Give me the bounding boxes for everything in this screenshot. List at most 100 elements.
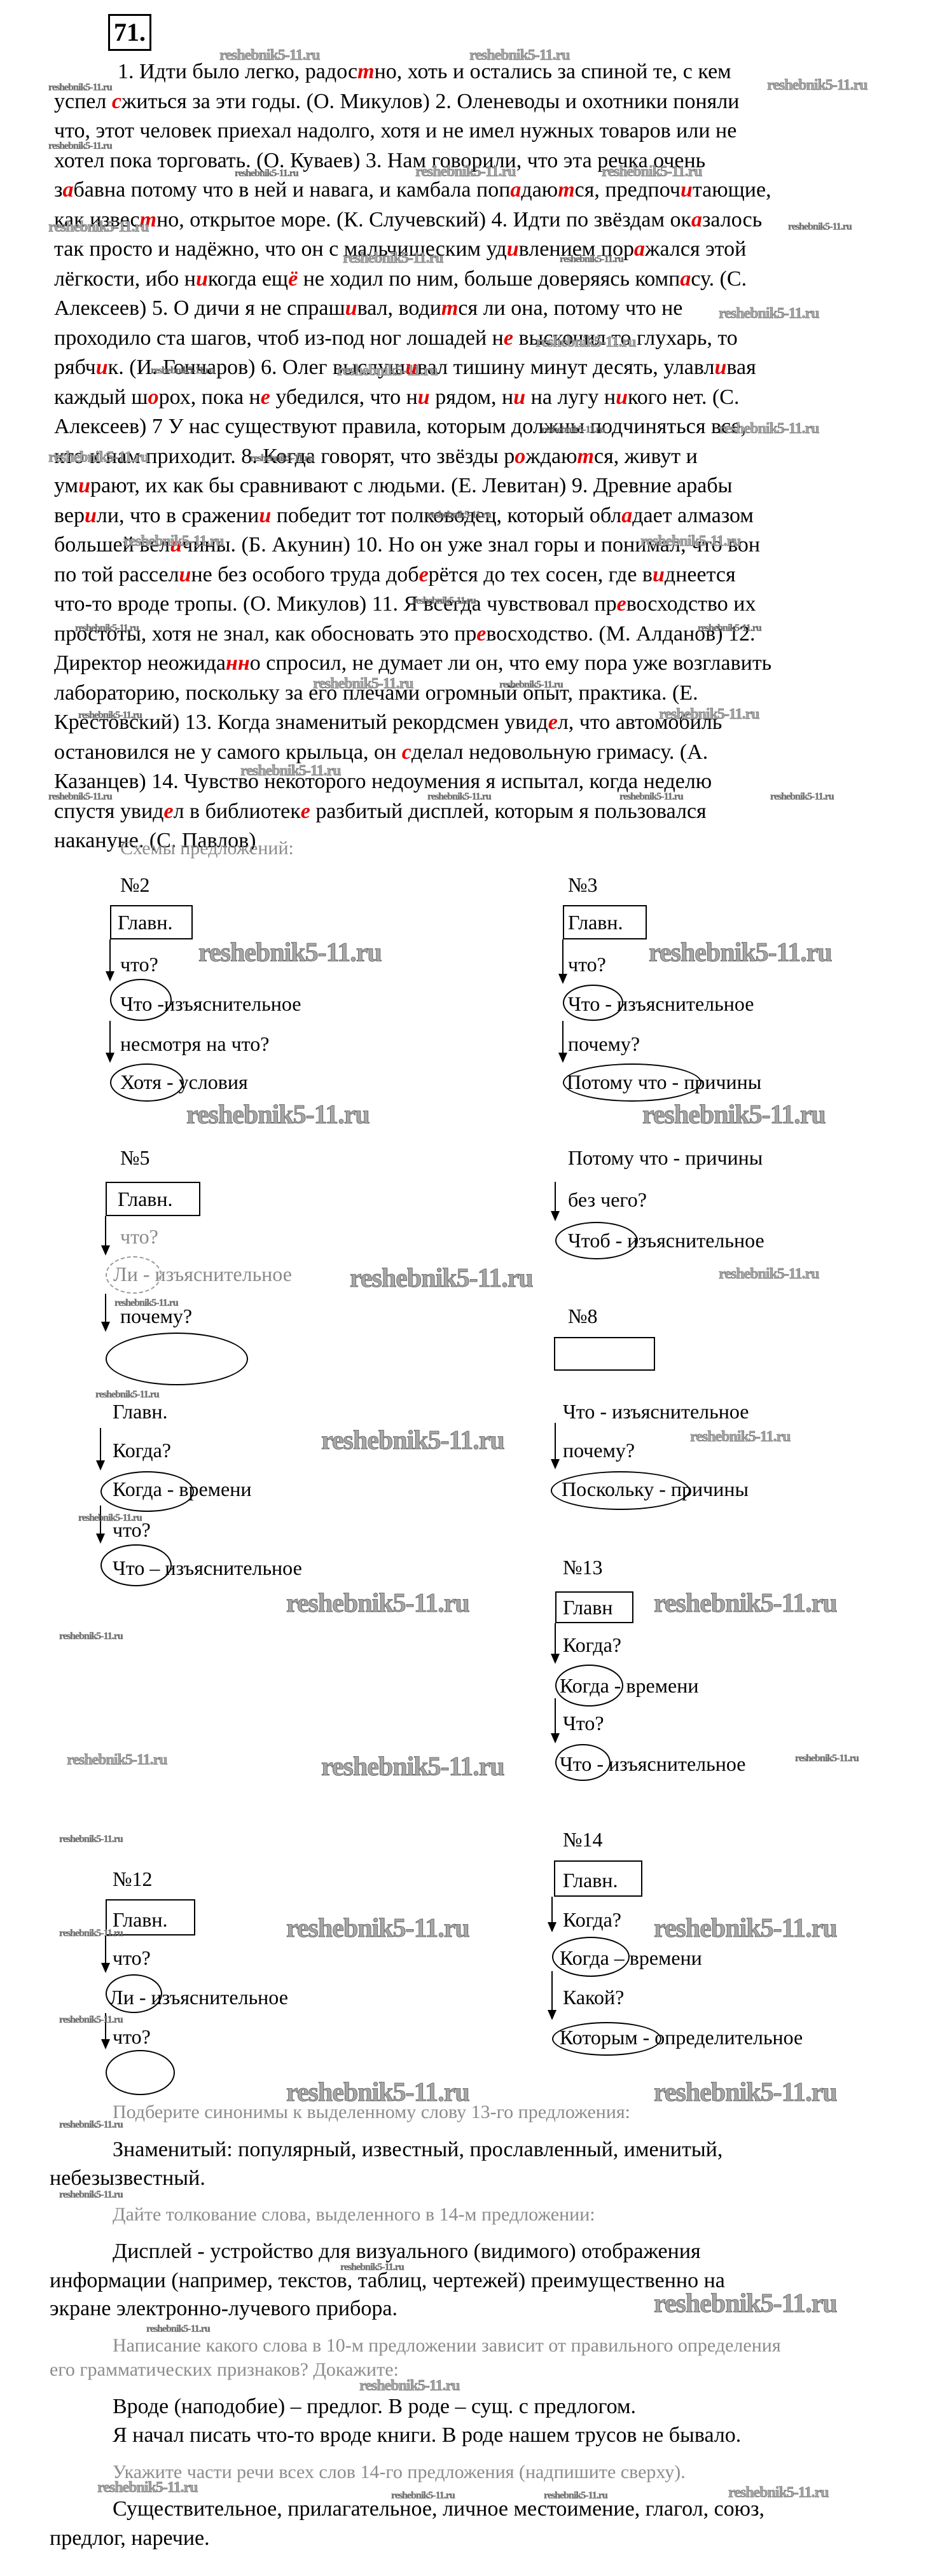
conjunction-circle (555, 1744, 611, 1781)
watermark: reshebnik5-11.ru (198, 938, 383, 968)
schemes-heading: Схемы предложений: (120, 838, 294, 859)
watermark: reshebnik5-11.ru (795, 1753, 859, 1764)
text-line: рябчик. (И. Гончаров) 6. Олег выслушивал… (54, 355, 756, 380)
empty-oval (106, 1333, 248, 1385)
highlighted-letter: и (513, 385, 526, 409)
text-segment: рётся до тех сосен, где в (428, 563, 653, 586)
arrow-down-icon (551, 1182, 560, 1221)
text-segment: не ходил по ним, больше доверяясь комп (298, 267, 681, 291)
conjunction-circle (110, 979, 172, 1021)
question-label: что? (568, 953, 606, 976)
main-clause-box (106, 1899, 195, 1935)
text-line: Алексеев) 5. О дичи я не спрашивал, води… (54, 296, 682, 321)
text-segment: лёгкости, ибо н (54, 267, 196, 291)
text-line: Крестовский) 13. Когда знаменитый рекорд… (54, 710, 722, 735)
text-segment: тающие, (692, 178, 771, 202)
main-clause-label: Главн. (113, 1908, 168, 1931)
question-label: что? (113, 2025, 151, 2048)
answer-text: экране электронно-лучевого прибора. (50, 2297, 397, 2320)
text-segment: бавна потому что в ней и навага, и камба… (73, 178, 511, 202)
highlighted-letter: и (506, 237, 519, 261)
text-segment: восходство. (М. Алданов) 12. (486, 622, 756, 646)
text-segment: залось (702, 208, 763, 232)
question-label: несмотря на что? (120, 1032, 270, 1055)
text-line: накануне. (С. Павлов) (54, 828, 256, 854)
text-segment: большей вел (54, 533, 170, 557)
text-line: верили, что в сражении победит тот полко… (54, 503, 754, 529)
watermark: reshebnik5-11.ru (321, 1752, 506, 1782)
highlighted-letter: о (148, 385, 159, 409)
text-segment: победит тот полководец, который обл (271, 504, 622, 527)
highlighted-letter: нн (225, 651, 250, 675)
highlighted-letter: а (691, 208, 702, 232)
highlighted-letter: а (621, 504, 633, 527)
text-segment: жался этой (645, 237, 747, 261)
text-segment: ся, предпоч (574, 178, 681, 202)
arrow-down-icon (96, 1428, 105, 1471)
question-label: без чего? (568, 1188, 647, 1211)
clause-label: Что - изъяснительное (563, 1400, 749, 1423)
highlighted-letter: с (111, 90, 121, 113)
arrow-down-icon (558, 1021, 567, 1063)
answer-text: небезызвестный. (50, 2166, 205, 2190)
main-clause-label: Главн (563, 1596, 613, 1619)
watermark: reshebnik5-11.ru (767, 77, 868, 94)
text-segment: Казанцев) 14. Чувство некоторого недоуме… (54, 770, 712, 793)
text-line: кто к нам приходит. 8. Когда говорят, чт… (54, 444, 698, 469)
arrow-down-icon (96, 1506, 105, 1544)
text-line: умирают, их как бы сравнивают с людьми. … (54, 473, 732, 499)
task-number: 71. (108, 14, 151, 51)
text-segment: не без особого труда доб (191, 563, 419, 586)
watermark: reshebnik5-11.ru (719, 1266, 820, 1283)
highlighted-letter: и (417, 385, 430, 409)
clause-label: Что - изъяснительное (568, 992, 754, 1015)
clause-label: Что – изъяснительное (113, 1556, 302, 1579)
text-segment: лабораторию, поскольку за его плечами ог… (54, 681, 698, 705)
text-line: Алексеев) 7 У нас существуют правила, ко… (54, 414, 746, 440)
text-segment: выскочил то глухарь, то (513, 326, 738, 350)
text-segment: остановился не у самого крыльца, он (54, 740, 402, 764)
text-segment: ум (54, 474, 79, 497)
question-text: Укажите части речи всех слов 14-го предл… (113, 2462, 686, 2483)
main-clause-label: Главн. (118, 1188, 173, 1210)
watermark: reshebnik5-11.ru (654, 2078, 838, 2108)
highlighted-letter: и (405, 356, 418, 379)
text-line: так просто и надёжно, что он с мальчишес… (54, 237, 746, 262)
question-text: его грамматических признаков? Докажите: (50, 2359, 399, 2380)
highlighted-letter: т (139, 208, 157, 232)
highlighted-letter: а (510, 178, 522, 202)
scheme-title: №13 (563, 1556, 603, 1579)
question-label: что? (120, 1225, 158, 1248)
text-segment: так просто и надёжно, что он с мальчишес… (54, 237, 507, 261)
empty-box (554, 1337, 655, 1371)
text-segment: кого нет. (С. (627, 385, 740, 409)
highlighted-letter: е (616, 592, 626, 616)
conjunction-circle (100, 1544, 172, 1586)
arrow-down-icon (106, 1021, 114, 1063)
text-line: остановился не у самого крыльца, он сдел… (54, 740, 708, 765)
text-segment: кто к нам приходит. 8. Когда говорят, чт… (54, 445, 515, 468)
text-segment: рябч (54, 356, 96, 379)
highlighted-letter: и (345, 296, 357, 320)
text-segment: ся ли она, потому что не (458, 296, 683, 320)
text-line: что, этот человек приехал надолго, хотя … (54, 118, 736, 144)
clause-label: Что -изъяснительное (120, 992, 301, 1015)
highlighted-letter: и (652, 563, 665, 586)
text-segment: чины. (Б. Акунин) 10. Но он уже знал гор… (182, 533, 761, 557)
clause-label: Когда - времени (113, 1478, 252, 1500)
highlighted-letter: е (300, 800, 310, 823)
text-line: хотел пока торговать. (О. Куваев) 3. Нам… (54, 148, 705, 174)
watermark: reshebnik5-11.ru (654, 1914, 838, 1944)
highlighted-letter: и (84, 504, 97, 527)
text-segment: рох, пока н (158, 385, 261, 409)
text-segment: простоты, хотя не знал, как обосновать э… (54, 622, 477, 646)
question-label: что? (120, 953, 158, 976)
text-segment: днеется (664, 563, 736, 586)
arrow-down-icon (548, 1897, 556, 1932)
highlighted-letter: е (418, 563, 429, 586)
text-line: как известно, открытое море. (К. Случевс… (54, 207, 762, 233)
text-segment: вал, води (357, 296, 441, 320)
highlighted-letter: с (401, 740, 411, 764)
text-segment: рядом, н (429, 385, 514, 409)
highlighted-letter: а (62, 178, 74, 202)
